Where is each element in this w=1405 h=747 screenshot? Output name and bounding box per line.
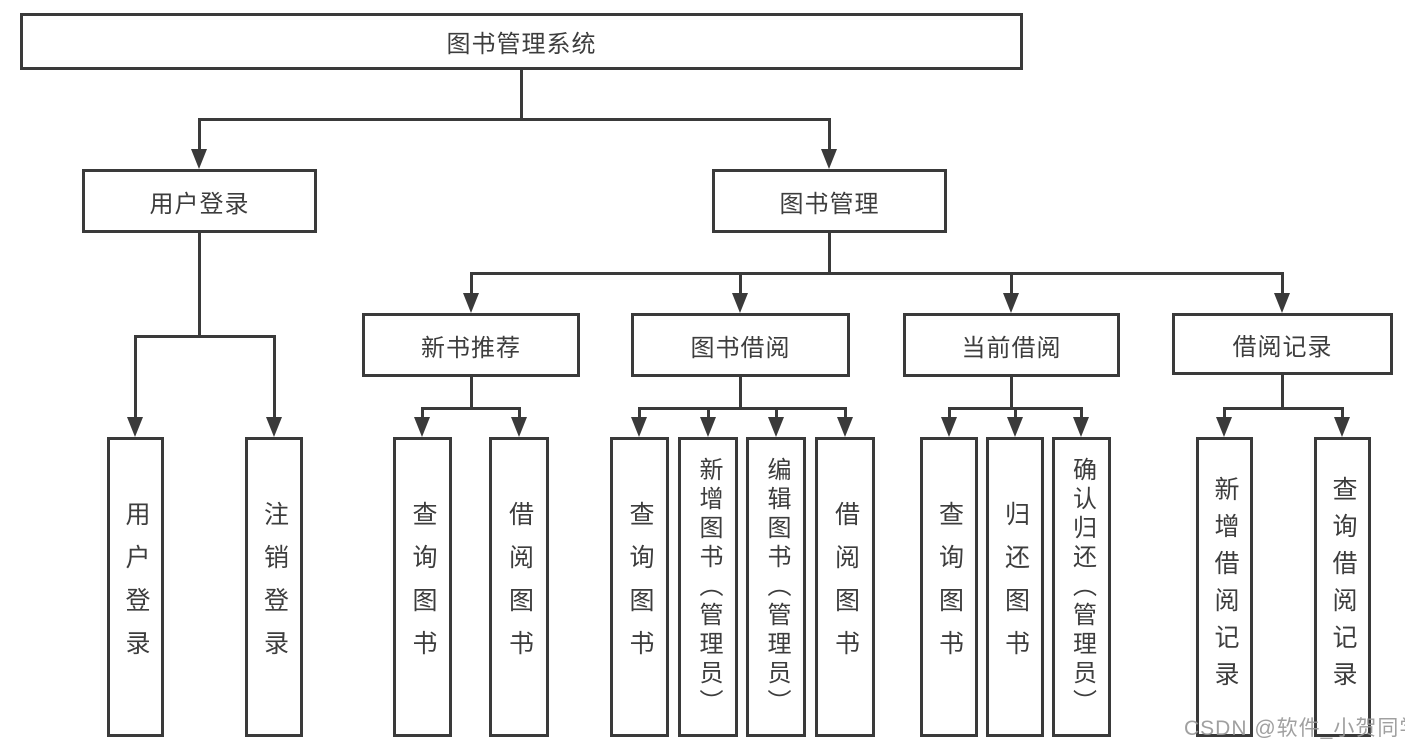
leaf-borrow-query-books: 查询图书 — [610, 437, 669, 737]
arrow-down-icon — [631, 417, 647, 437]
arrow-down-icon — [1003, 293, 1019, 313]
leaf-newbook-query-books: 查询图书 — [393, 437, 452, 737]
arrow-down-icon — [837, 417, 853, 437]
connector-line — [1010, 377, 1013, 409]
node-current-borrow: 当前借阅 — [903, 313, 1120, 377]
connector-line — [421, 407, 521, 410]
connector-line — [198, 233, 201, 337]
arrow-down-icon — [266, 417, 282, 437]
node-user-login: 用户登录 — [82, 169, 317, 233]
connector-line — [134, 335, 276, 338]
connector-line — [518, 407, 521, 419]
arrow-down-icon — [1007, 417, 1023, 437]
leaf-borrow-add-books-admin: 新增图书（管理员） — [678, 437, 738, 737]
connector-line — [775, 407, 778, 419]
connector-line — [828, 233, 831, 274]
leaf-current-confirm-return-admin: 确认归还（管理员） — [1052, 437, 1111, 737]
arrow-down-icon — [821, 149, 837, 169]
arrow-down-icon — [1334, 417, 1350, 437]
leaf-current-return-books: 归还图书 — [986, 437, 1044, 737]
arrow-down-icon — [1274, 293, 1290, 313]
connector-line — [1223, 407, 1226, 419]
connector-line — [638, 407, 641, 419]
arrow-down-icon — [191, 149, 207, 169]
connector-line — [1341, 407, 1344, 419]
arrow-down-icon — [127, 417, 143, 437]
arrow-down-icon — [463, 293, 479, 313]
arrow-down-icon — [1216, 417, 1232, 437]
node-library-system: 图书管理系统 — [20, 13, 1023, 70]
leaf-current-query-books: 查询图书 — [920, 437, 978, 737]
node-book-borrow: 图书借阅 — [631, 313, 850, 377]
leaf-borrow-borrow-books: 借阅图书 — [815, 437, 875, 737]
connector-line — [198, 118, 831, 121]
connector-line — [707, 407, 710, 419]
arrow-down-icon — [414, 417, 430, 437]
connector-line — [421, 407, 424, 419]
arrow-down-icon — [511, 417, 527, 437]
connector-line — [828, 118, 831, 151]
leaf-borrow-edit-books-admin: 编辑图书（管理员） — [746, 437, 806, 737]
connector-line — [1281, 272, 1284, 295]
connector-line — [134, 335, 137, 419]
connector-line — [273, 335, 276, 419]
arrow-down-icon — [732, 293, 748, 313]
leaf-records-add-record: 新增借阅记录 — [1196, 437, 1253, 737]
connector-line — [638, 407, 847, 410]
connector-line — [739, 272, 742, 295]
connector-line — [520, 70, 523, 118]
connector-line — [1281, 375, 1284, 409]
arrow-down-icon — [941, 417, 957, 437]
connector-line — [470, 272, 473, 295]
arrow-down-icon — [700, 417, 716, 437]
connector-line — [470, 377, 473, 409]
leaf-records-query-record: 查询借阅记录 — [1314, 437, 1371, 737]
leaf-user-login: 用户登录 — [107, 437, 164, 737]
connector-line — [1014, 407, 1017, 419]
node-borrow-records: 借阅记录 — [1172, 313, 1393, 375]
watermark: CSDN @软件_小贺同学 — [1184, 717, 1405, 740]
connector-line — [1010, 272, 1013, 295]
connector-line — [948, 407, 951, 419]
leaf-logout: 注销登录 — [245, 437, 303, 737]
connector-line — [198, 118, 201, 151]
connector-line — [739, 377, 742, 409]
connector-line — [470, 272, 1284, 275]
node-book-management: 图书管理 — [712, 169, 947, 233]
connector-line — [844, 407, 847, 419]
connector-line — [1080, 407, 1083, 419]
node-new-book-recommend: 新书推荐 — [362, 313, 580, 377]
arrow-down-icon — [1073, 417, 1089, 437]
leaf-newbook-borrow-books: 借阅图书 — [489, 437, 549, 737]
connector-line — [1223, 407, 1344, 410]
arrow-down-icon — [768, 417, 784, 437]
